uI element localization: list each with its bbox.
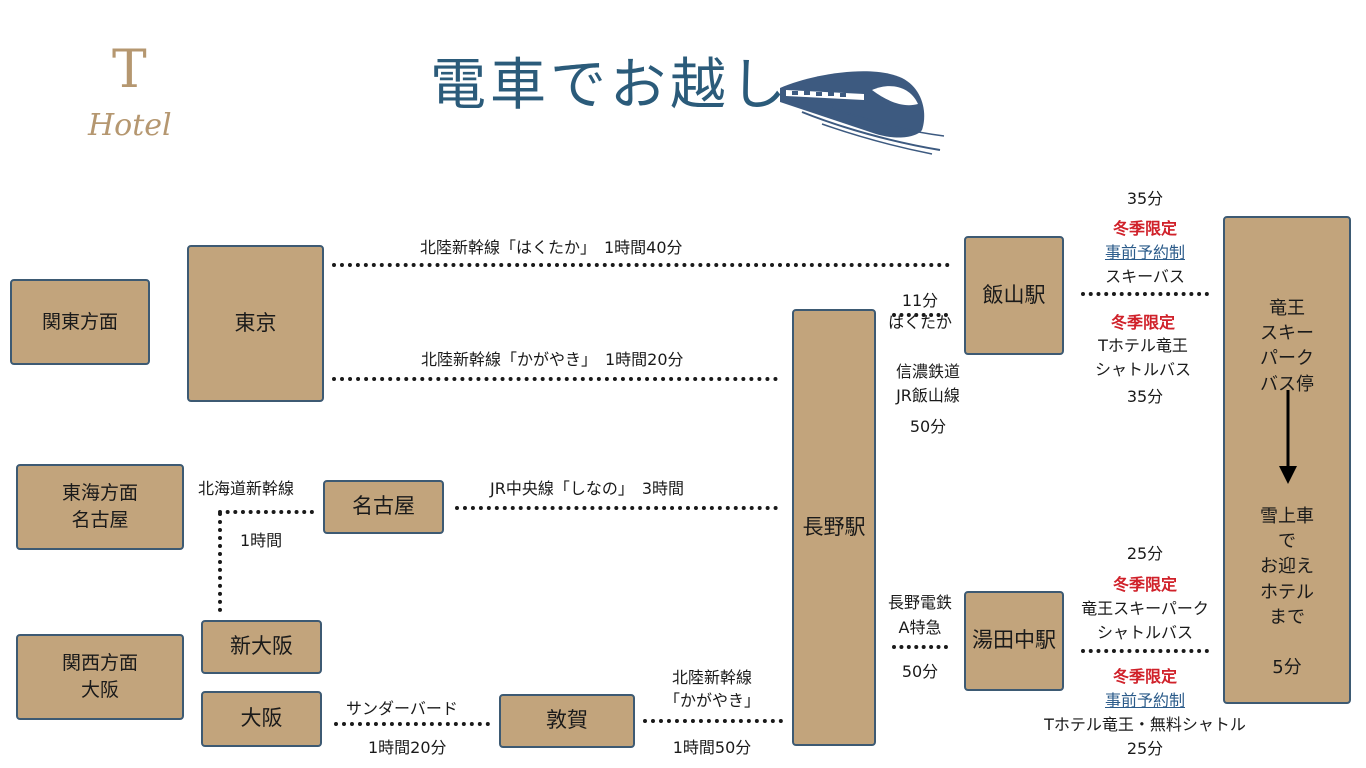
route-line-nagano-yudanaka (892, 645, 948, 649)
iiyama-shuttle-1: Tホテル竜王 (1098, 336, 1188, 355)
route-label-nagano-iiyama-alt-1: 信濃鉄道 (895, 362, 961, 381)
station-nagano: 長野駅 (792, 309, 876, 746)
route-line-nagoya-nagano (455, 506, 778, 510)
region-kanto: 関東方面 (10, 279, 150, 365)
iiyama-bus-top-time: 35分 (1126, 189, 1164, 208)
yudanaka-bus-limited-2: 冬季限定 (1112, 667, 1178, 686)
snow-car-pickup: 雪上車で お迎え ホテルまで 5分 (1260, 506, 1314, 679)
logo-letter: T (112, 40, 147, 100)
route-line-osaka-tsuruga (334, 722, 490, 726)
route-label-tsuruga-line-1: 北陸新幹線 (671, 668, 753, 687)
route-line-iiyama-ryuoo (1081, 292, 1209, 296)
station-tsuruga: 敦賀 (499, 694, 635, 748)
yudanaka-bus-reservation-link[interactable]: 事前予約制 (1104, 691, 1186, 710)
yudanaka-bus-limited: 冬季限定 (1112, 575, 1178, 594)
route-label-nagano-yudanaka-2: A特急 (898, 618, 942, 637)
yudanaka-shuttle-2: シャトルバス (1096, 623, 1194, 642)
ryuoo-bus-stop: 竜王 スキーパーク バス停 (1260, 298, 1314, 395)
station-osaka: 大阪 (201, 691, 322, 747)
iiyama-bus-limited: 冬季限定 (1112, 219, 1178, 238)
route-label-nagano-yudanaka-time: 50分 (901, 662, 939, 681)
yudanaka-shuttle-1: 竜王スキーパーク (1081, 599, 1209, 618)
logo-word: Hotel (88, 108, 172, 143)
region-kansai: 関西方面 大阪 (16, 634, 184, 720)
route-label-tokai-time: 1時間 (240, 531, 283, 550)
route-label-nagoya-nagano: JR中央線「しなの」 3時間 (490, 479, 685, 498)
route-label-osaka-line: サンダーバード (346, 699, 458, 718)
route-label-nagano-yudanaka-1: 長野電鉄 (887, 593, 953, 612)
yudanaka-free-shuttle: Tホテル竜王・無料シャトル (1044, 715, 1246, 734)
route-label-nagano-iiyama-time: 11分 (901, 291, 939, 310)
iiyama-bus-limited-2: 冬季限定 (1110, 313, 1176, 332)
station-tokyo: 東京 (187, 245, 324, 402)
station-yudanaka: 湯田中駅 (964, 591, 1064, 691)
route-line-tokyo-nagano (332, 377, 778, 381)
destination-ryuoo: 竜王 スキーパーク バス停 雪上車で お迎え ホテルまで 5分 (1223, 216, 1351, 704)
route-line-tokai-nagoya (218, 510, 314, 514)
route-line-nagano-iiyama (892, 313, 948, 317)
route-label-tsuruga-time: 1時間50分 (672, 738, 752, 757)
route-label-nagano-iiyama-train: はくたか (887, 313, 953, 332)
route-label-tokyo-iiyama: 北陸新幹線「はくたか」 1時間40分 (420, 238, 683, 257)
route-label-tsuruga-line-2: 「かがやき」 (663, 691, 761, 710)
station-iiyama: 飯山駅 (964, 236, 1064, 355)
route-line-tokai-vertical (218, 512, 222, 612)
arrow-down-icon (1279, 390, 1297, 484)
route-label-nagano-iiyama-alt-2: JR飯山線 (896, 386, 960, 405)
station-nagoya: 名古屋 (323, 480, 444, 534)
yudanaka-bus-top-time: 25分 (1126, 544, 1164, 563)
route-label-tokyo-nagano: 北陸新幹線「かがやき」 1時間20分 (421, 350, 684, 369)
route-line-tokyo-iiyama (332, 263, 950, 267)
bullet-train-icon (780, 71, 945, 155)
route-line-tsuruga-nagano (643, 719, 783, 723)
route-label-osaka-time: 1時間20分 (368, 738, 447, 757)
iiyama-bus-reservation-link[interactable]: 事前予約制 (1104, 243, 1186, 262)
iiyama-shuttle-2: シャトルバス (1094, 360, 1192, 379)
route-line-yudanaka-ryuoo (1081, 649, 1209, 653)
iiyama-bus-bottom-time: 35分 (1126, 387, 1164, 406)
route-label-nagano-iiyama-alt-time: 50分 (909, 417, 947, 436)
page-title: 電車でお越し (430, 53, 790, 118)
yudanaka-bus-bottom-time: 25分 (1126, 739, 1164, 758)
iiyama-ski-bus: スキーバス (1105, 267, 1185, 286)
station-shin-osaka: 新大阪 (201, 620, 322, 674)
region-tokai: 東海方面 名古屋 (16, 464, 184, 550)
route-label-tokai-line: 北海道新幹線 (198, 479, 295, 498)
